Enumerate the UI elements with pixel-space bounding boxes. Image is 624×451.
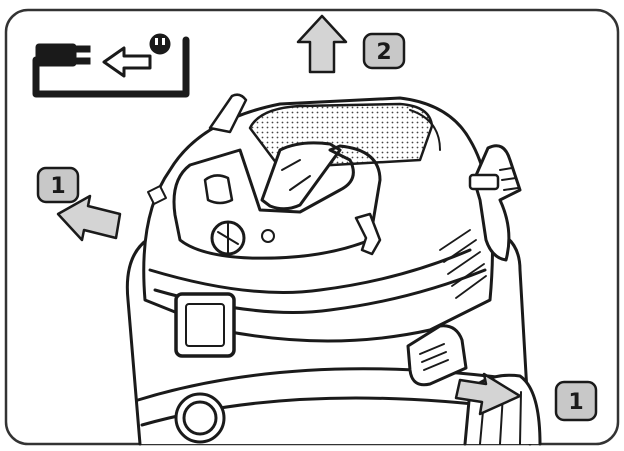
arrow-left-icon xyxy=(56,194,122,242)
carry-handle xyxy=(260,141,342,211)
step-number-left: 1 xyxy=(50,174,65,199)
step-number-top: 2 xyxy=(376,40,391,65)
control-panel xyxy=(172,144,382,260)
step-badge-right: 1 xyxy=(554,380,598,422)
left-top-lever xyxy=(208,93,248,134)
step-badge-top: 2 xyxy=(362,32,406,70)
accessory-socket xyxy=(203,174,234,205)
side-vents xyxy=(439,229,487,299)
cable-hook xyxy=(354,212,382,256)
unplug-power-icon xyxy=(32,33,190,98)
arrow-down-right-icon xyxy=(454,372,522,416)
vacuum-body xyxy=(125,93,542,446)
step-badge-left: 1 xyxy=(36,166,80,204)
indicator-light xyxy=(261,229,275,243)
front-window xyxy=(174,292,236,358)
step-number-right: 1 xyxy=(568,390,583,415)
arrow-up-icon xyxy=(296,14,348,74)
